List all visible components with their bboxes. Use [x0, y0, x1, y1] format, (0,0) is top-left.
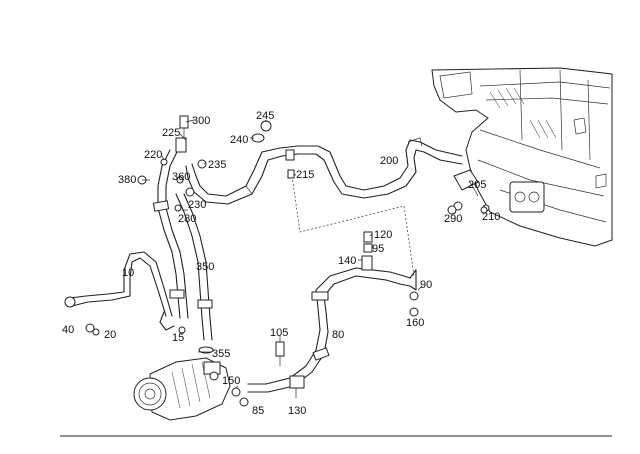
callout-220: 220 — [144, 149, 162, 161]
callout-290: 290 — [444, 213, 462, 225]
callout-140: 140 — [338, 255, 356, 267]
callout-10: 10 — [122, 267, 134, 279]
evaporator-housing — [431, 67, 613, 247]
callout-85: 85 — [252, 405, 264, 417]
callout-130: 130 — [288, 405, 306, 417]
assembly-guide-line — [291, 175, 415, 277]
callout-225: 225 — [162, 127, 180, 139]
callout-40: 40 — [62, 324, 74, 336]
callout-280: 280 — [178, 213, 196, 225]
callout-245: 245 — [256, 110, 274, 122]
ac-compressor — [133, 357, 231, 421]
callout-205: 205 — [468, 179, 486, 191]
callout-230: 230 — [188, 199, 206, 211]
leader-lines — [142, 119, 457, 398]
callout-215: 215 — [296, 169, 314, 181]
callout-105: 105 — [270, 327, 288, 339]
refrigerant-line-200 — [185, 137, 463, 205]
callout-15: 15 — [172, 332, 184, 344]
callout-95: 95 — [372, 243, 384, 255]
callout-90: 90 — [420, 279, 432, 291]
callout-150: 150 — [222, 375, 240, 387]
callout-labels: 300 225 220 380 360 230 280 235 240 245 … — [62, 110, 500, 417]
callout-160: 160 — [406, 317, 424, 329]
callout-380: 380 — [118, 174, 136, 186]
callout-350: 350 — [196, 261, 214, 273]
callout-240: 240 — [230, 134, 248, 146]
callout-120: 120 — [374, 229, 392, 241]
callout-355: 355 — [212, 348, 230, 360]
callout-200: 200 — [380, 155, 398, 167]
small-parts — [85, 120, 488, 407]
callout-20: 20 — [104, 329, 116, 341]
callout-210: 210 — [482, 211, 500, 223]
callout-80: 80 — [332, 329, 344, 341]
valve-block — [137, 115, 195, 212]
refrigerant-line-350 — [152, 149, 213, 341]
callout-235: 235 — [208, 159, 226, 171]
refrigerant-line-10 — [64, 251, 175, 331]
callout-360: 360 — [172, 171, 190, 183]
callout-300: 300 — [192, 115, 210, 127]
